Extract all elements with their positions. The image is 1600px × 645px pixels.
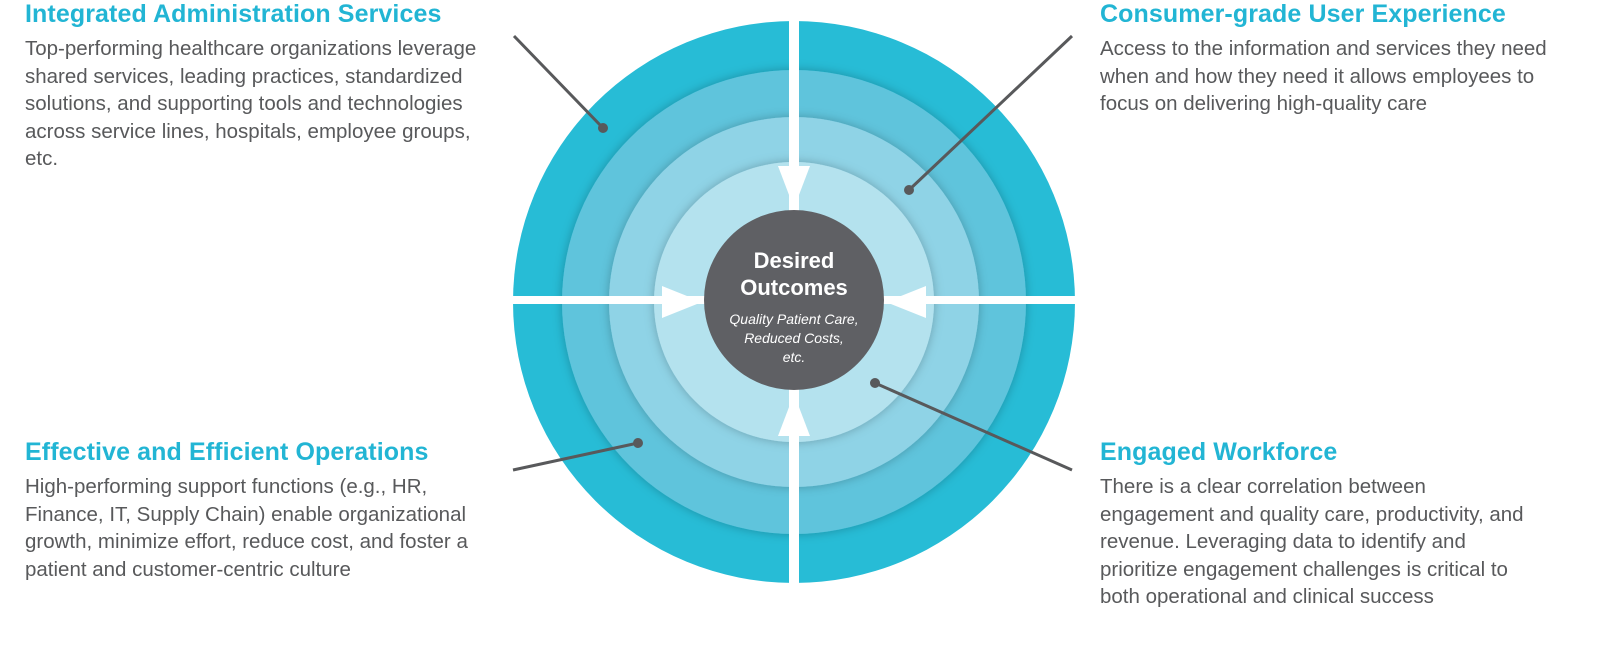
arrow-down-icon (778, 166, 810, 208)
leader-dot-top-right (904, 185, 914, 195)
section-body: Access to the information and services t… (1100, 37, 1547, 115)
section-effective-operations: Effective and Efficient Operations High-… (25, 438, 505, 583)
arrow-right-icon (662, 286, 702, 318)
section-consumer-experience: Consumer-grade User Experience Access to… (1100, 0, 1580, 118)
leader-bottom-right (874, 381, 1073, 472)
leader-bottom-left (512, 441, 639, 472)
leader-dot-top-left (598, 123, 608, 133)
leader-top-right (907, 34, 1074, 192)
section-heading: Consumer-grade User Experience (1100, 0, 1506, 28)
core-sub-2: Reduced Costs, (744, 330, 844, 346)
arrow-left-icon (886, 286, 926, 318)
arrow-up-icon (778, 394, 810, 436)
core-sub-1: Quality Patient Care, (729, 311, 858, 327)
leader-top-left (512, 34, 605, 130)
core-sub-3: etc. (783, 349, 806, 365)
core-title-2: Outcomes (740, 275, 848, 300)
section-body: Top-performing healthcare organizations … (25, 37, 477, 170)
desired-outcomes-core (704, 210, 884, 390)
section-heading: Integrated Administration Services (25, 0, 442, 28)
section-body: High-performing support functions (e.g.,… (25, 475, 468, 581)
section-integrated-administration: Integrated Administration Services Top-p… (25, 0, 505, 173)
section-heading: Engaged Workforce (1100, 438, 1338, 466)
section-body: There is a clear correlation between eng… (1100, 475, 1524, 608)
section-engaged-workforce: Engaged Workforce There is a clear corre… (1100, 438, 1580, 611)
leader-lines (512, 34, 1074, 472)
leader-dot-bottom-right (870, 378, 880, 388)
section-heading: Effective and Efficient Operations (25, 438, 429, 466)
leader-dot-bottom-left (633, 438, 643, 448)
core-title-1: Desired (754, 248, 835, 273)
